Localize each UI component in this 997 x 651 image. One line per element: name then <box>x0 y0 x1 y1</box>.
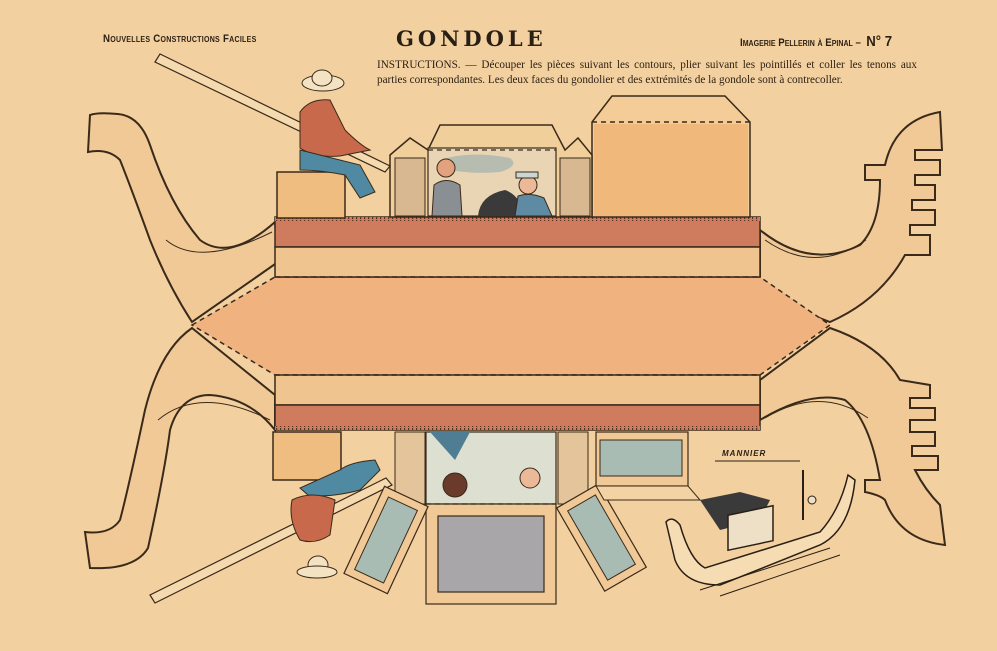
assembled-gondola-illustration <box>665 470 856 597</box>
felze-cabin-bottom <box>343 431 702 605</box>
gondolier-figure-top <box>154 53 391 199</box>
stern-piece-right-bottom <box>759 326 947 547</box>
bow-piece-left-bottom <box>83 326 276 570</box>
publisher-label: Imagerie Pellerin à Epinal – N° 7 <box>740 33 892 50</box>
gondolier-figure-bottom <box>149 459 393 604</box>
bow-piece-left-top <box>86 112 280 324</box>
page-title: GONDOLE <box>396 26 547 51</box>
stern-piece-right-top <box>759 110 944 324</box>
seat-box-top <box>276 171 346 219</box>
publisher-name: Imagerie Pellerin à Epinal – <box>740 37 861 49</box>
instructions-text: INSTRUCTIONS. — Découper les pièces suiv… <box>377 59 917 86</box>
series-label: Nouvelles Constructions Faciles <box>103 33 257 45</box>
cabin-roof-panel-top <box>591 95 751 218</box>
sheet-number: N° 7 <box>866 33 893 50</box>
gondola-hull-base <box>190 216 832 431</box>
felze-cabin-top <box>389 124 593 218</box>
seat-box-bottom <box>272 431 342 481</box>
artist-signature: MANNIER <box>722 449 767 458</box>
